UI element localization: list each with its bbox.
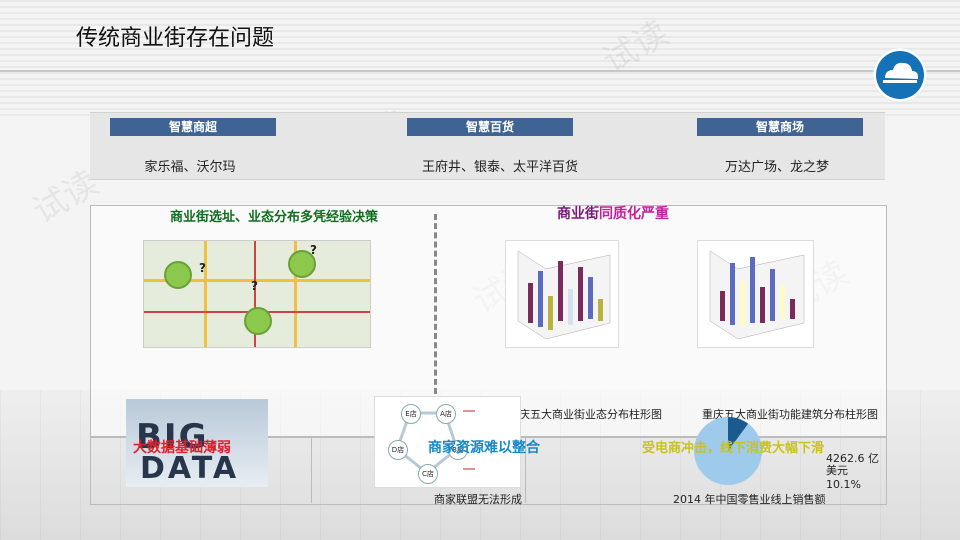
map-road (144, 279, 370, 282)
category-smart-mall-examples: 万达广场、龙之梦 (724, 160, 829, 175)
category-smart-supermarket-header: 智慧商超 (110, 118, 276, 136)
big-data-weakness-label: 大数据基础薄弱 (133, 440, 231, 456)
store-node: E店 (401, 404, 421, 424)
map-road (204, 241, 207, 347)
chart1-caption: 重庆五大商业街业态分布柱形图 (508, 408, 662, 421)
category-smart-supermarket-examples: 家乐福、沃尔玛 (144, 160, 236, 175)
business-distribution-3d-chart-image (505, 240, 619, 348)
chart2-caption: 重庆五大商业街功能建筑分布柱形图 (702, 408, 878, 421)
store-node: D店 (388, 440, 408, 460)
homogeneity-heading: 商业街同质化严重 (557, 206, 697, 223)
function-building-3d-chart-image (697, 240, 814, 348)
map-location-marker (288, 250, 316, 278)
ecommerce-impact-label: 受电商冲击，线下消费大幅下滑 (642, 441, 825, 456)
merchant-integration-label: 商家资源难以整合 (428, 440, 540, 456)
alliance-caption: 商家联盟无法形成 (434, 493, 522, 506)
ecommerce-caption: 2014 年中国零售业线上销售额 (673, 493, 826, 506)
lower-separator (525, 437, 526, 503)
title-divider (0, 70, 960, 72)
background-stripes (0, 0, 960, 120)
category-smart-department-store-header: 智慧百货 (407, 118, 573, 136)
question-mark: ? (310, 243, 317, 257)
lower-separator (311, 437, 312, 503)
store-node: A店 (436, 404, 456, 424)
dashed-divider (434, 214, 437, 394)
question-mark: ? (251, 279, 258, 293)
online-sales-pie-chart (694, 417, 762, 485)
store-node: B店 (448, 440, 468, 460)
site-selection-prefix: 商业街 (170, 210, 210, 225)
page-title: 传统商业街存在问题 (76, 26, 275, 51)
big-data-image: BIG DATA (126, 399, 268, 487)
question-mark: ? (199, 261, 206, 275)
homogeneity-prefix: 商业街 (557, 206, 599, 222)
city-map-image: ? ? ? (143, 240, 371, 348)
category-smart-mall-header: 智慧商场 (697, 118, 863, 136)
pie-percent: 10.1% (826, 478, 861, 491)
site-selection-heading: 商业街选址、业态分布多凭经验决策 (170, 206, 378, 225)
merchant-alliance-diagram-image: E店 A店 B店 C店 D店 (374, 396, 521, 488)
store-node: C店 (418, 464, 438, 484)
site-selection-text: 选址、业态分布多凭经验决策 (209, 210, 379, 225)
category-smart-department-store-examples: 王府井、银泰、太平洋百货 (421, 160, 578, 175)
homogeneity-text: 同质化严重 (599, 206, 669, 222)
cloud-logo-icon (873, 48, 927, 102)
map-location-marker (164, 261, 192, 289)
map-road (254, 241, 256, 347)
map-location-marker (244, 307, 272, 335)
pie-value: 4262.6 亿美元 (826, 452, 879, 477)
map-road (294, 241, 297, 347)
